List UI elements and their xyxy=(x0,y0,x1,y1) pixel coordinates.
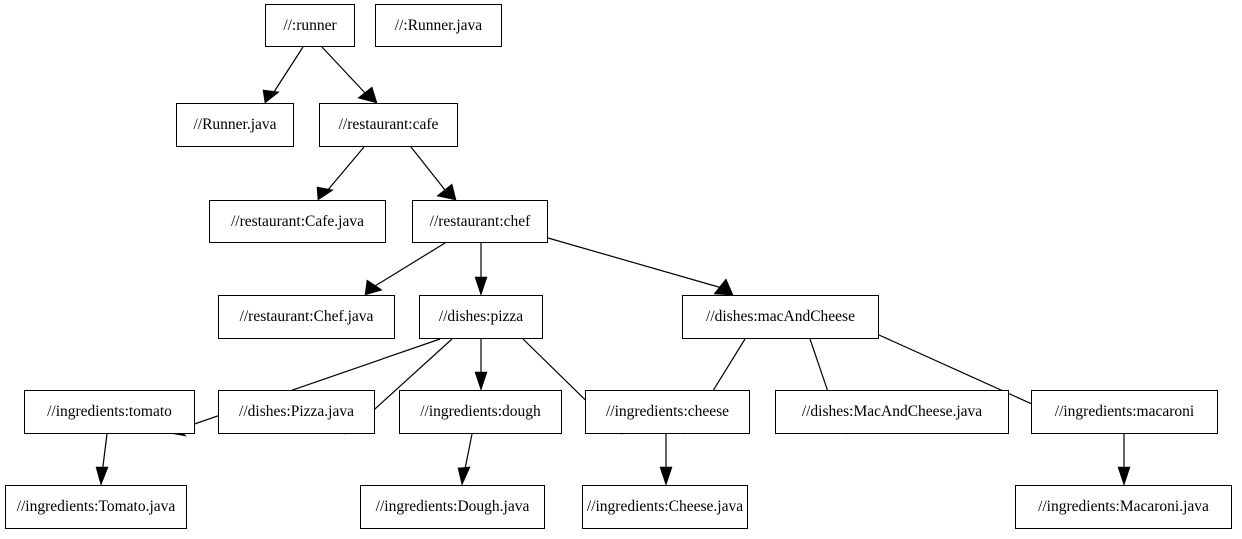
graph-node-runner[interactable]: //:runner xyxy=(265,4,355,47)
graph-node-ingredients_dough_java[interactable]: //ingredients:Dough.java xyxy=(360,485,545,529)
graph-node-dishes_pizza[interactable]: //dishes:pizza xyxy=(419,295,543,339)
graph-node-label: //dishes:MacAndCheese.java xyxy=(801,403,983,421)
graph-node-ingredients_cheese[interactable]: //ingredients:cheese xyxy=(585,390,750,434)
graph-node-label: //ingredients:Tomato.java xyxy=(16,498,176,516)
graph-node-label: //ingredients:dough xyxy=(420,403,541,421)
graph-node-restaurant_cafe[interactable]: //restaurant:cafe xyxy=(319,103,458,147)
graph-node-label: //restaurant:chef xyxy=(429,212,531,230)
graph-node-label: //Runner.java xyxy=(193,116,277,134)
graph-node-dishes_pizza_java[interactable]: //dishes:Pizza.java xyxy=(218,390,375,434)
graph-node-ingredients_dough[interactable]: //ingredients:dough xyxy=(399,390,562,434)
graph-node-label: //ingredients:tomato xyxy=(47,403,172,421)
graph-node-label: //ingredients:Macaroni.java xyxy=(1038,498,1209,516)
graph-node-label: //:Runner.java xyxy=(394,16,483,34)
graph-node-label: //ingredients:Cheese.java xyxy=(586,498,744,516)
graph-node-ingredients_tomato[interactable]: //ingredients:tomato xyxy=(24,390,195,434)
graph-node-dishes_macandcheese_java[interactable]: //dishes:MacAndCheese.java xyxy=(775,390,1009,434)
graph-node-label: //restaurant:cafe xyxy=(338,116,439,134)
graph-node-dishes_macandcheese[interactable]: //dishes:macAndCheese xyxy=(682,295,879,339)
graph-node-label: //dishes:pizza xyxy=(438,308,524,326)
graph-node-label: //:runner xyxy=(283,16,337,34)
graph-node-label: //restaurant:Chef.java xyxy=(239,308,374,326)
graph-node-label: //dishes:Pizza.java xyxy=(239,403,354,421)
graph-node-label: //dishes:macAndCheese xyxy=(706,308,855,326)
graph-node-runner_java_root[interactable]: //:Runner.java xyxy=(375,4,502,47)
graph-node-restaurant_chef[interactable]: //restaurant:chef xyxy=(412,200,548,243)
graph-node-label: //ingredients:cheese xyxy=(605,403,730,421)
graph-node-ingredients_macaroni[interactable]: //ingredients:macaroni xyxy=(1031,390,1218,434)
graph-node-label: //restaurant:Cafe.java xyxy=(231,212,364,230)
graph-node-ingredients_tomato_java[interactable]: //ingredients:Tomato.java xyxy=(5,485,187,529)
graph-node-restaurant_chef_java[interactable]: //restaurant:Chef.java xyxy=(218,295,395,339)
graph-node-ingredients_macaroni_java[interactable]: //ingredients:Macaroni.java xyxy=(1015,485,1232,529)
graph-node-label: //ingredients:macaroni xyxy=(1054,403,1195,421)
graph-node-restaurant_cafe_java[interactable]: //restaurant:Cafe.java xyxy=(209,200,386,243)
graph-node-label: //ingredients:Dough.java xyxy=(375,498,530,516)
graph-node-ingredients_cheese_java[interactable]: //ingredients:Cheese.java xyxy=(582,485,748,529)
graph-node-runner_java[interactable]: //Runner.java xyxy=(176,103,294,147)
